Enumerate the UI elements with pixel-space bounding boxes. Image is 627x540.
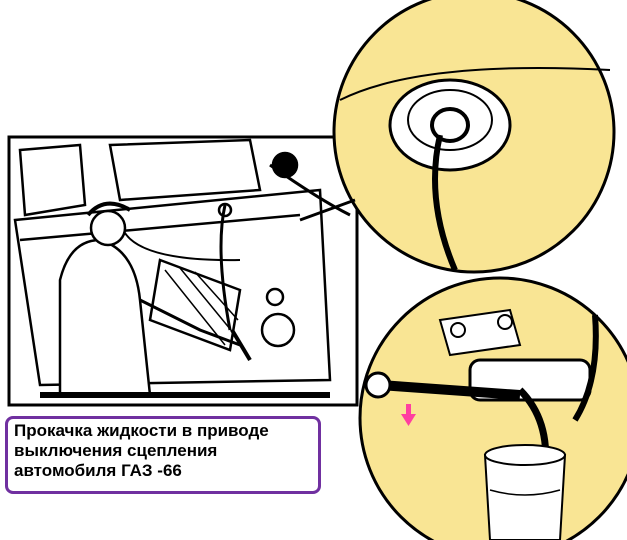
headlight — [260, 312, 296, 348]
detail-reservoir — [299, 0, 616, 274]
mechanic — [58, 238, 152, 396]
truck-windshield-right — [108, 138, 262, 202]
arrow-down-icon — [401, 404, 416, 426]
radiator-grille — [148, 258, 242, 352]
bleeder-valve — [430, 107, 470, 143]
caption-line-3: автомобиля ГАЗ -66 — [14, 461, 182, 480]
caption-line-1: Прокачка жидкости в приводе — [14, 421, 269, 440]
truck-windshield-left — [18, 143, 87, 217]
scene-frame — [7, 135, 359, 407]
caption-line-2: выключения сцепления — [14, 441, 218, 460]
detail-bleeder — [358, 276, 627, 540]
reservoir-hose — [432, 134, 458, 272]
bleed-hose — [219, 204, 232, 331]
glass-jar — [483, 454, 567, 540]
wrench — [379, 380, 521, 400]
truck-scene — [7, 135, 359, 407]
truck-cab-front — [13, 188, 332, 387]
slave-cylinder-bracket — [438, 308, 522, 357]
caption-box: Прокачка жидкости в приводе выключения с… — [5, 416, 321, 494]
